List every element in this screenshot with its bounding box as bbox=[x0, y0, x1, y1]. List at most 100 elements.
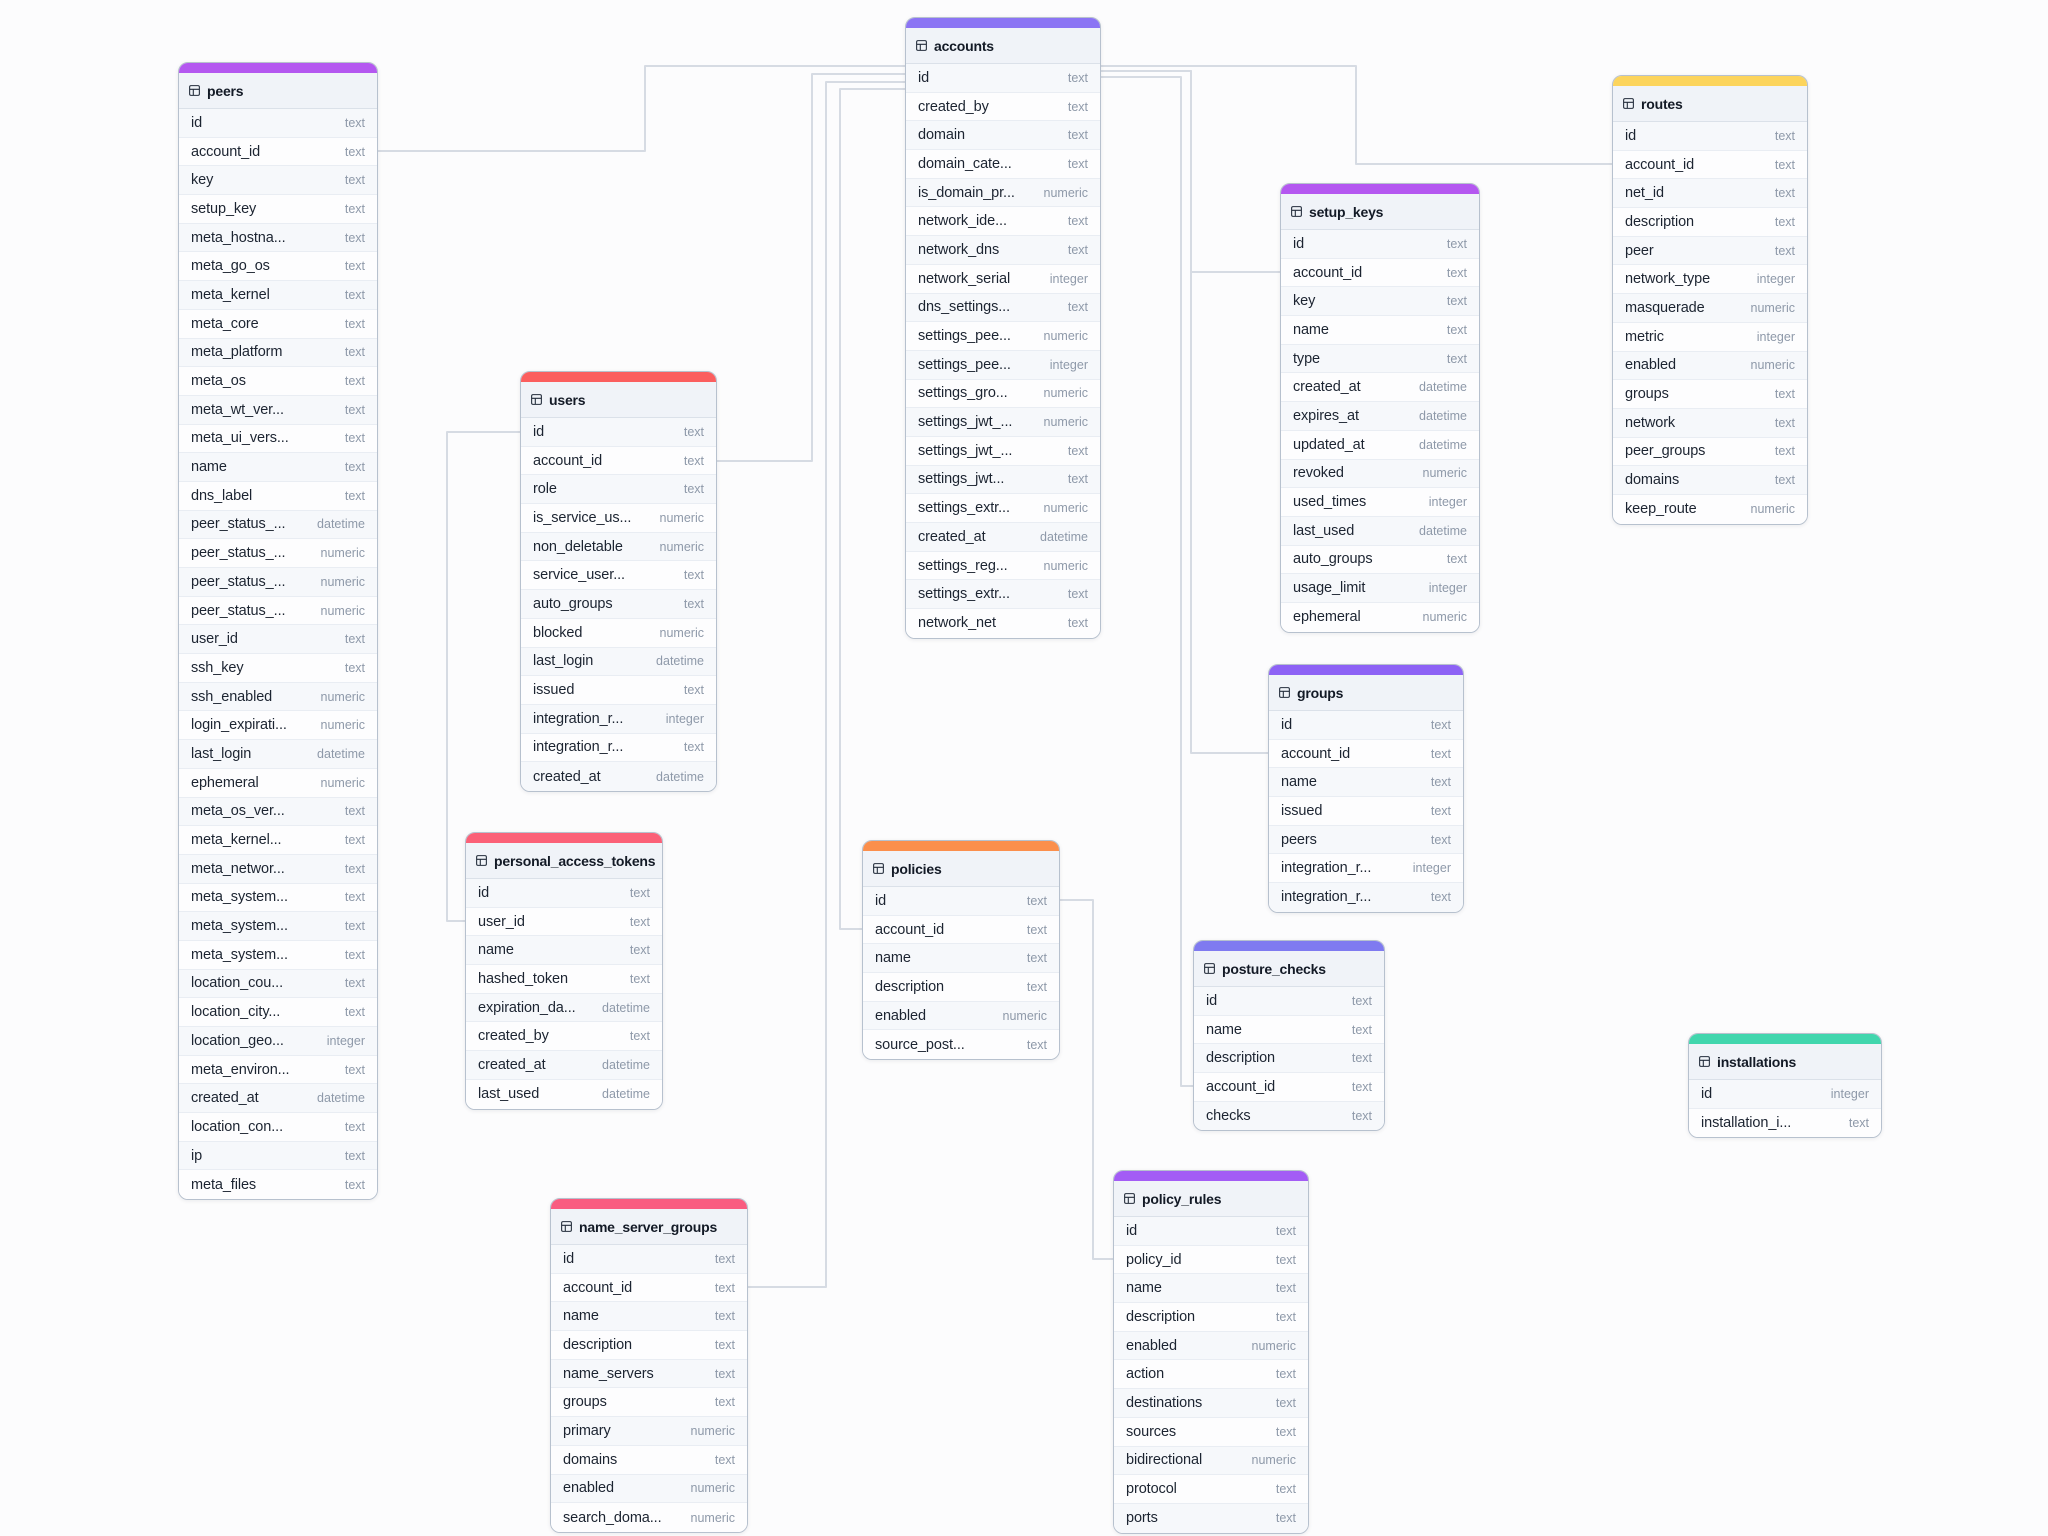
field-type: text bbox=[1774, 214, 1795, 229]
field-row: integration_r...integer bbox=[521, 704, 716, 734]
field-name: role bbox=[533, 481, 557, 498]
table-header-accounts[interactable]: accounts bbox=[906, 28, 1100, 64]
table-header-groups[interactable]: groups bbox=[1269, 675, 1463, 711]
table-color-bar bbox=[466, 833, 662, 843]
field-type: text bbox=[1275, 1309, 1296, 1324]
field-type: text bbox=[344, 632, 365, 647]
field-name: updated_at bbox=[1293, 436, 1365, 453]
field-type: numeric bbox=[1251, 1453, 1296, 1468]
relationship-routes-to-accounts[interactable] bbox=[1100, 65, 1613, 165]
field-type: numeric bbox=[1750, 300, 1795, 315]
field-name: id bbox=[533, 423, 545, 440]
field-name: ssh_key bbox=[191, 659, 244, 676]
relationship-peers-to-accounts[interactable] bbox=[377, 65, 906, 152]
relationship-users-to-accounts[interactable] bbox=[716, 73, 906, 462]
table-header-posture_checks[interactable]: posture_checks bbox=[1194, 951, 1384, 987]
relationship-policies-to-accounts[interactable] bbox=[839, 88, 906, 930]
table-header-routes[interactable]: routes bbox=[1613, 86, 1807, 122]
field-name: network_dns bbox=[918, 241, 1000, 258]
table-header-name_server_groups[interactable]: name_server_groups bbox=[551, 1209, 747, 1245]
field-row: settings_pee...integer bbox=[906, 350, 1100, 380]
table-name: routes bbox=[1641, 95, 1683, 112]
field-type: text bbox=[344, 287, 365, 302]
table-header-users[interactable]: users bbox=[521, 382, 716, 418]
field-type: text bbox=[1275, 1281, 1296, 1296]
table-header-personal_access_tokens[interactable]: personal_access_tokens bbox=[466, 843, 662, 879]
field-name: meta_os bbox=[191, 373, 246, 390]
field-type: text bbox=[683, 424, 704, 439]
field-name: settings_pee... bbox=[918, 328, 1011, 345]
field-type: text bbox=[1026, 893, 1047, 908]
field-type: text bbox=[344, 431, 365, 446]
field-name: created_at bbox=[191, 1090, 259, 1107]
field-row: domain_cate...text bbox=[906, 150, 1100, 179]
relationship-policy_rules-to-policies[interactable] bbox=[1059, 899, 1114, 1260]
table-header-policies[interactable]: policies bbox=[863, 851, 1059, 887]
field-name: account_id bbox=[1206, 1078, 1276, 1095]
field-name: meta_kernel... bbox=[191, 832, 282, 849]
field-name: peer_status_... bbox=[191, 516, 286, 533]
table-header-installations[interactable]: installations bbox=[1689, 1044, 1881, 1080]
field-type: text bbox=[1067, 128, 1088, 143]
field-type: text bbox=[1067, 472, 1088, 487]
table-header-setup_keys[interactable]: setup_keys bbox=[1281, 194, 1479, 230]
table-header-peers[interactable]: peers bbox=[179, 73, 377, 109]
field-name: account_id bbox=[191, 143, 261, 160]
relationship-posture_checks-to-accounts[interactable] bbox=[1100, 76, 1194, 1087]
relationship-personal_access_tokens-to-users[interactable] bbox=[446, 431, 521, 922]
field-name: meta_platform bbox=[191, 344, 283, 361]
field-name: id bbox=[918, 69, 930, 86]
field-type: text bbox=[1351, 1079, 1372, 1094]
field-type: text bbox=[1351, 1022, 1372, 1037]
field-name: peer_status_... bbox=[191, 602, 286, 619]
field-type: text bbox=[344, 1005, 365, 1020]
field-type: text bbox=[344, 173, 365, 188]
field-name: enabled bbox=[1126, 1337, 1177, 1354]
table-name: name_server_groups bbox=[579, 1218, 718, 1235]
field-name: description bbox=[563, 1336, 633, 1353]
table-icon bbox=[1699, 1056, 1710, 1067]
field-row: location_city...text bbox=[179, 998, 377, 1027]
field-type: text bbox=[1774, 415, 1795, 430]
field-name: id bbox=[191, 114, 203, 131]
field-type: integer bbox=[1412, 861, 1451, 876]
field-row: expiration_da...datetime bbox=[466, 993, 662, 1023]
relationship-groups-to-accounts[interactable] bbox=[1100, 70, 1269, 754]
table-header-policy_rules[interactable]: policy_rules bbox=[1114, 1181, 1308, 1217]
field-name: peer_groups bbox=[1625, 443, 1706, 460]
field-name: meta_ui_vers... bbox=[191, 430, 289, 447]
field-name: enabled bbox=[875, 1007, 926, 1024]
field-name: description bbox=[875, 978, 945, 995]
field-type: numeric bbox=[1422, 610, 1467, 625]
relationship-name_server_groups-to-accounts[interactable] bbox=[747, 81, 906, 1288]
table-color-bar bbox=[1114, 1171, 1308, 1181]
field-name: domain bbox=[918, 127, 965, 144]
